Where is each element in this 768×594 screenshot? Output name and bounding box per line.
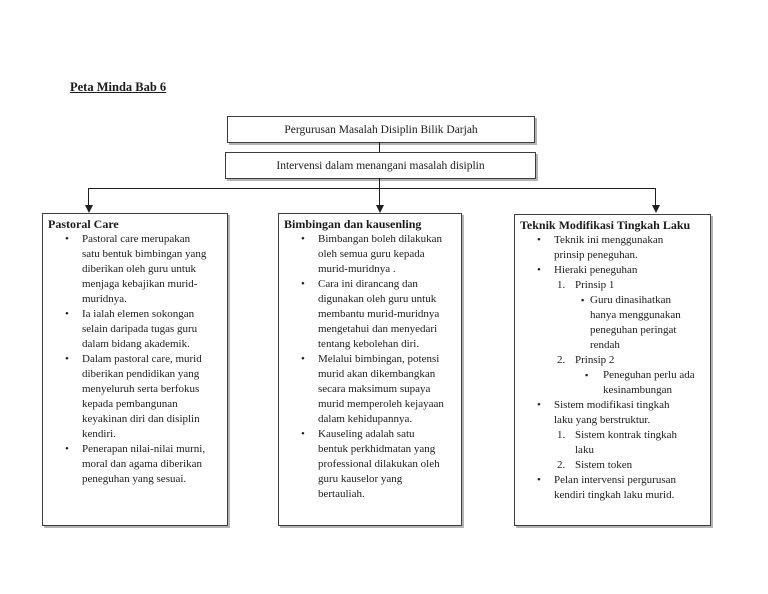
number-marker: 2.: [557, 354, 566, 366]
list-item: • Hieraki peneguhan: [515, 263, 710, 278]
bullet-icon: •: [301, 428, 305, 440]
branch-title-teknik-modifikasi: Teknik Modifikasi Tingkah Laku: [520, 218, 691, 232]
numbered-item: 1. Sistem kontrak tingkah laku: [515, 428, 710, 458]
bullet-icon: •: [537, 264, 541, 276]
flow-box-intervention-label: Intervensi dalam menangani masalah disip…: [276, 159, 485, 172]
bullet-icon: •: [65, 233, 69, 245]
bullet-icon: •: [301, 353, 305, 365]
list-item-text: Pelan intervensi pergurusan kendiri ting…: [554, 474, 676, 501]
number-marker: 1.: [557, 429, 566, 441]
list-item-text: Teknik ini menggunakan prinsip peneguhan…: [554, 234, 664, 261]
list-item-text: Sistem token: [575, 459, 633, 471]
list-item-text: Bimbangan boleh dilakukan oleh semua gur…: [318, 233, 443, 275]
bullet-icon: •: [65, 443, 69, 455]
connector-middle-drop: [379, 188, 380, 206]
list-item: • Sistem modifikasi tingkah laku yang be…: [515, 398, 710, 428]
branch-box-teknik-modifikasi: Teknik Modifikasi Tingkah Laku • Teknik …: [514, 214, 711, 526]
list-item: • Dalam pastoral care, murid diberikan p…: [43, 352, 227, 442]
list-item-text: Prinsip 2: [575, 354, 615, 366]
bullet-icon: •: [301, 233, 305, 245]
list-item-text: Ia ialah elemen sokongan selain daripada…: [82, 308, 198, 350]
flow-box-root-label: Pergurusan Masalah Disiplin Bilik Darjah: [284, 123, 478, 136]
connector-right-drop: [655, 188, 656, 206]
square-bullet-icon: ▪: [585, 370, 589, 380]
list-item-text: Peneguhan perlu ada kesinambungan: [603, 369, 695, 396]
flow-box-root: Pergurusan Masalah Disiplin Bilik Darjah: [227, 116, 535, 143]
list-item-text: Pastoral care merupakan satu bentuk bimb…: [82, 233, 207, 305]
list-item-text: Kauseling adalah satu bentuk perkhidmata…: [318, 428, 440, 500]
list-item: • Bimbangan boleh dilakukan oleh semua g…: [279, 232, 461, 277]
list-item-text: Sistem kontrak tingkah laku: [575, 429, 678, 456]
branch-box-bimbingan: Bimbingan dan kausenling • Bimbangan bol…: [278, 213, 462, 526]
bullet-icon: •: [537, 234, 541, 246]
list-item-text: Melalui bimbingan, potensi murid akan di…: [318, 353, 444, 425]
list-item: • Melalui bimbingan, potensi murid akan …: [279, 352, 461, 427]
arrowhead-right-icon: [651, 205, 660, 213]
branch-title-pastoral-care: Pastoral Care: [48, 217, 119, 231]
square-item: ▪ Peneguhan perlu ada kesinambungan: [515, 368, 710, 398]
list-item-text: Cara ini dirancang dan digunakan oleh gu…: [318, 278, 440, 350]
connector-left-drop: [88, 188, 89, 206]
number-marker: 2.: [557, 459, 566, 471]
connector-horizontal-line: [88, 188, 656, 189]
list-item: • Pelan intervensi pergurusan kendiri ti…: [515, 473, 710, 503]
list-item: • Teknik ini menggunakan prinsip peneguh…: [515, 233, 710, 263]
list-item: • Cara ini dirancang dan digunakan oleh …: [279, 277, 461, 352]
list-item-text: Prinsip 1: [575, 279, 615, 291]
list-item-text: Penerapan nilai-nilai murni, moral dan a…: [82, 443, 206, 485]
page-title: Peta Minda Bab 6: [70, 80, 167, 94]
list-item-text: Sistem modifikasi tingkah laku yang bers…: [554, 399, 670, 426]
connector-root-to-intervention: [379, 142, 380, 152]
list-item-text: Hieraki peneguhan: [554, 264, 638, 276]
list-item-text: Dalam pastoral care, murid diberikan pen…: [82, 353, 202, 440]
number-marker: 1.: [557, 279, 566, 291]
bullet-icon: •: [65, 308, 69, 320]
arrowhead-middle-icon: [375, 205, 384, 213]
branch-title-bimbingan: Bimbingan dan kausenling: [284, 217, 422, 231]
bullet-icon: •: [537, 399, 541, 411]
list-item: • Ia ialah elemen sokongan selain daripa…: [43, 307, 227, 352]
square-item: ▪ Guru dinasihatkan hanya menggunakan pe…: [515, 293, 710, 353]
list-item: • Penerapan nilai-nilai murni, moral dan…: [43, 442, 227, 487]
list-item: • Kauseling adalah satu bentuk perkhidma…: [279, 427, 461, 502]
list-item-text: Guru dinasihatkan hanya menggunakan pene…: [590, 294, 681, 351]
numbered-item: 2. Prinsip 2: [515, 353, 710, 368]
bullet-icon: •: [65, 353, 69, 365]
branch-box-pastoral-care: Pastoral Care • Pastoral care merupakan …: [42, 213, 228, 526]
connector-intervention-stub: [379, 178, 380, 189]
list-item: • Pastoral care merupakan satu bentuk bi…: [43, 232, 227, 307]
square-bullet-icon: ▪: [581, 295, 585, 305]
numbered-item: 2. Sistem token: [515, 458, 710, 473]
numbered-item: 1. Prinsip 1: [515, 278, 710, 293]
bullet-icon: •: [301, 278, 305, 290]
flow-box-intervention: Intervensi dalam menangani masalah disip…: [225, 152, 536, 179]
arrowhead-left-icon: [84, 205, 93, 213]
bullet-icon: •: [537, 474, 541, 486]
